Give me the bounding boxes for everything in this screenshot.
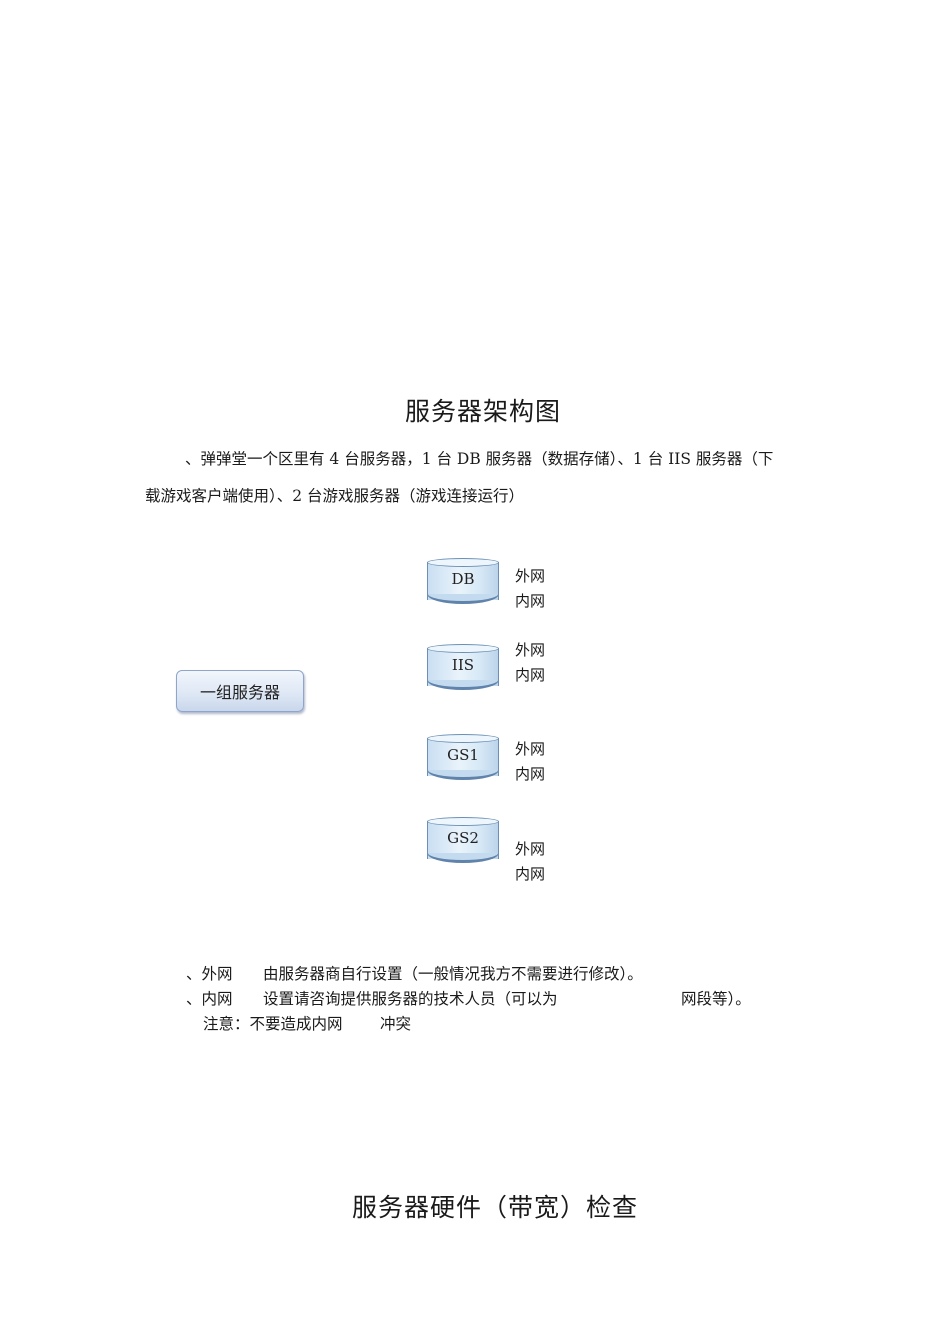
note-internal-suffix: 网段等）。 <box>681 990 751 1008</box>
note-external-text: 由服务器商自行设置（一般情况我方不需要进行修改）。 <box>263 965 643 983</box>
intro-line-2: 载游戏客户端使用）、2 台游戏服务器（游戏连接运行） <box>145 487 525 505</box>
note-internal-text: 设置请咨询提供服务器的技术人员（可以为 <box>263 990 558 1008</box>
gs1-server-label: GS1 <box>447 746 479 764</box>
db-server-icon: DB <box>427 558 499 604</box>
page-title: 服务器架构图 <box>405 397 562 426</box>
gs1-network-labels: 外网 内网 <box>515 737 545 787</box>
server-group-label: 一组服务器 <box>199 683 280 702</box>
intro-line-1: 、弹弹堂一个区里有 4 台服务器，1 台 DB 服务器（数据存储）、1 台 II… <box>185 450 774 468</box>
db-server-label: DB <box>451 570 475 588</box>
note-internal-prefix: 、内网 <box>186 990 233 1008</box>
gs2-internal-label: 内网 <box>515 865 546 883</box>
hardware-check-heading: 服务器硬件（带宽）检查 <box>352 1193 639 1222</box>
iis-network-labels: 外网 内网 <box>515 638 545 688</box>
note-external-prefix: 、外网 <box>186 965 233 983</box>
db-network-labels: 外网 内网 <box>515 564 545 614</box>
gs1-internal-label: 内网 <box>515 765 546 783</box>
gs2-network-labels: 外网 内网 <box>515 837 545 887</box>
gs2-server-icon: GS2 <box>427 817 499 863</box>
gs1-external-label: 外网 <box>515 740 546 758</box>
note-warning-prefix: 注意：不要造成内网 <box>203 1015 343 1033</box>
gs2-server-label: GS2 <box>447 829 479 847</box>
iis-server-icon: IIS <box>427 644 499 690</box>
iis-external-label: 外网 <box>515 641 546 659</box>
gs2-external-label: 外网 <box>515 840 546 858</box>
note-warning-suffix: 冲突 <box>380 1015 412 1033</box>
iis-internal-label: 内网 <box>515 666 546 684</box>
iis-server-label: IIS <box>451 656 475 674</box>
gs1-server-icon: GS1 <box>427 734 499 780</box>
db-external-label: 外网 <box>515 567 546 585</box>
server-group-node: 一组服务器 <box>176 670 304 712</box>
db-internal-label: 内网 <box>515 592 546 610</box>
